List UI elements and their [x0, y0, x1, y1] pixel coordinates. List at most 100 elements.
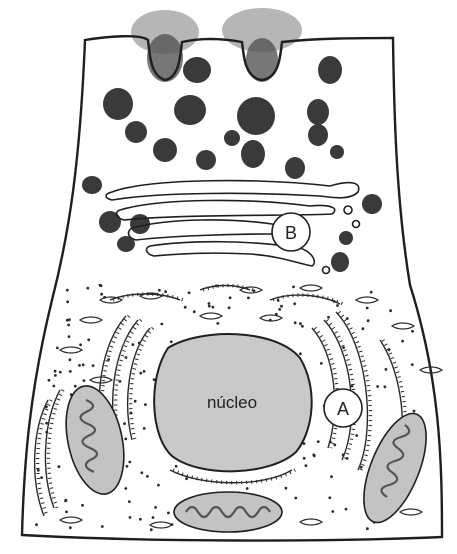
secretory-granule — [330, 145, 344, 159]
ribosome — [212, 306, 215, 309]
ribosome — [362, 327, 365, 330]
er-cisterna — [312, 328, 335, 448]
ribosome — [329, 441, 332, 444]
ribosome — [66, 319, 69, 322]
nucleus-label: núcleo — [207, 393, 257, 412]
ribosome — [87, 338, 90, 341]
ribosome — [299, 322, 302, 325]
ribosome — [130, 412, 133, 415]
mitochondrion-outer — [174, 492, 282, 532]
ribosome — [40, 476, 43, 479]
ribosome — [54, 374, 57, 377]
ribosome — [351, 385, 354, 388]
ribosome — [140, 471, 143, 474]
golgi-vesicle — [353, 221, 360, 228]
mitochondrion-outer — [57, 381, 133, 500]
mitochondrion-outer — [351, 405, 439, 531]
ribosome — [294, 321, 297, 324]
ribosome — [346, 457, 349, 460]
secretory-granules — [82, 56, 382, 272]
ribosome — [275, 313, 278, 316]
ribosome — [342, 346, 345, 349]
secretory-granule — [241, 140, 265, 168]
ribosome — [346, 317, 349, 320]
secretory-granule — [174, 95, 206, 125]
er-cisterna — [45, 390, 60, 508]
ribosome — [175, 465, 178, 468]
er-fragment — [300, 285, 322, 291]
ribosome — [58, 465, 61, 468]
ribosome — [285, 487, 288, 490]
ribosome — [305, 464, 308, 467]
ribosome — [280, 305, 283, 308]
ribosome — [401, 340, 404, 343]
ribosome — [69, 358, 72, 361]
golgi-vesicle — [323, 267, 330, 274]
ribosome — [411, 363, 414, 366]
ribosome — [128, 500, 131, 503]
nucleus: núcleo — [154, 334, 311, 471]
ribosome — [146, 475, 149, 478]
golgi-vesicle — [344, 206, 352, 214]
ribosome — [385, 368, 388, 371]
ribosome — [52, 385, 55, 388]
ribosome — [389, 309, 392, 312]
ribosome — [228, 306, 231, 309]
ribosome — [143, 370, 146, 373]
ribosome — [138, 342, 141, 345]
ribosome — [229, 296, 232, 299]
ribosome — [69, 370, 72, 373]
ribosome — [413, 410, 416, 413]
golgi-cisterna — [106, 181, 359, 200]
secretory-granule — [318, 56, 342, 84]
ribosome — [74, 385, 77, 388]
ribosome — [171, 523, 174, 526]
ribosome — [384, 385, 387, 388]
er-fragment — [400, 509, 422, 515]
er-fragment — [240, 287, 262, 293]
ribosome — [154, 506, 157, 509]
label-b-marker: B — [272, 213, 310, 251]
ribosome — [277, 299, 280, 302]
ribosome — [124, 438, 127, 441]
ribosome — [64, 500, 67, 503]
er-ribosomes — [48, 390, 63, 508]
secretory-granule — [339, 231, 353, 245]
ribosome — [320, 362, 323, 365]
ribosome — [184, 306, 187, 309]
ribosome — [215, 285, 218, 288]
ribosome — [107, 358, 110, 361]
ribosome — [83, 379, 86, 382]
secretory-granule — [99, 211, 121, 233]
label-a-text: A — [337, 399, 349, 419]
ribosome — [69, 526, 72, 529]
mitochondrion-right — [351, 405, 439, 531]
er-fragment — [392, 323, 414, 329]
ribosome — [54, 370, 57, 373]
ribosome — [139, 372, 142, 375]
ribosome — [366, 527, 369, 530]
ribosome — [160, 323, 163, 326]
ribosome — [79, 343, 82, 346]
ribosome — [411, 330, 414, 333]
ribosome — [292, 286, 295, 289]
ribosome — [355, 434, 358, 437]
ribosome — [317, 440, 320, 443]
ribosome — [48, 379, 51, 382]
ribosome — [216, 322, 219, 325]
ribosome — [247, 297, 250, 300]
ribosome — [158, 289, 161, 292]
secretion-cloud — [147, 34, 183, 82]
ribosome — [367, 319, 370, 322]
secretory-granule — [285, 157, 305, 179]
ribosome — [188, 291, 191, 294]
ribosome — [45, 405, 48, 408]
ribosome — [376, 385, 379, 388]
ribosome — [139, 518, 142, 521]
label-a-marker: A — [324, 389, 362, 427]
ribosome — [208, 302, 211, 305]
ribosome — [293, 302, 296, 305]
ribosome — [333, 300, 336, 303]
secretory-granule — [362, 194, 382, 214]
